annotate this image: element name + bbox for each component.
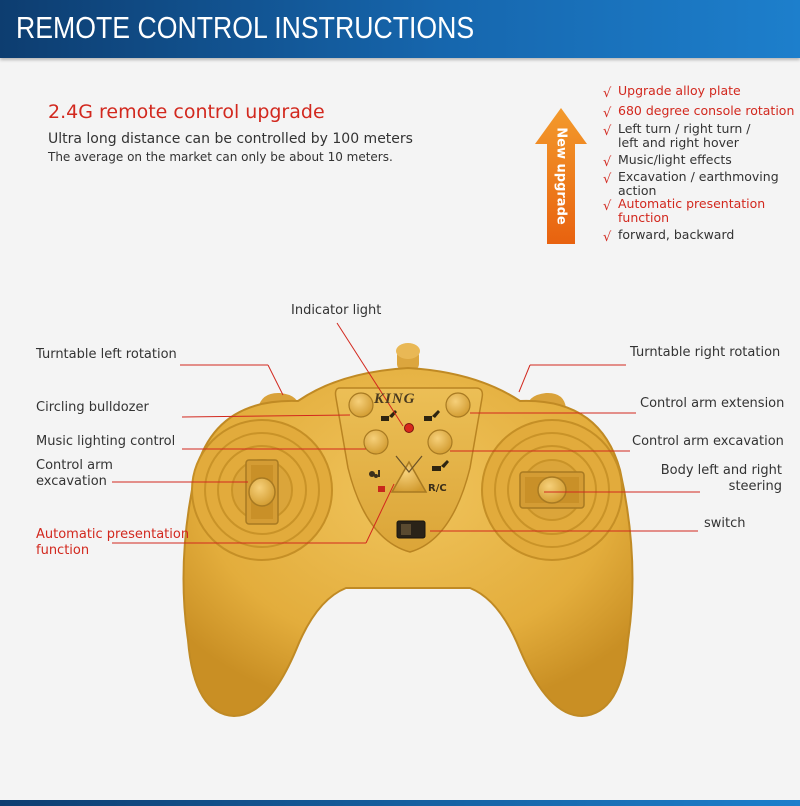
label-turntable-left: Turntable left rotation xyxy=(36,347,177,362)
page-title: REMOTE CONTROL INSTRUCTIONS xyxy=(16,10,475,45)
feature-item: √ Music/light effects xyxy=(603,152,800,170)
label-control-arm-excavation-right: Control arm excavation xyxy=(632,434,784,449)
power-switch[interactable] xyxy=(396,520,426,539)
feature-item: √ Upgrade alloy plate xyxy=(603,83,800,101)
feature-text: Excavation / earthmoving action xyxy=(618,169,779,198)
label-body-steering: Body left and right steering xyxy=(660,463,782,494)
label-indicator-light: Indicator light xyxy=(291,303,382,318)
label-auto-presentation: Automatic presentation function xyxy=(36,527,190,558)
upgrade-title: 2.4G remote control upgrade xyxy=(48,101,325,123)
label-switch: switch xyxy=(704,516,746,531)
check-icon: √ xyxy=(603,124,612,139)
top-left-button[interactable] xyxy=(348,392,374,418)
antenna-nub xyxy=(396,343,420,370)
label-circling-bulldozer: Circling bulldozer xyxy=(36,400,149,415)
up-arrow-icon xyxy=(535,108,587,244)
feature-item: √ 680 degree console rotation xyxy=(603,103,800,121)
feature-text: Left turn / right turn / left and right … xyxy=(618,121,751,150)
leader-lines xyxy=(112,322,700,544)
feature-text: Automatic presentation function xyxy=(618,196,766,225)
check-icon: √ xyxy=(603,155,612,170)
check-icon: √ xyxy=(603,86,612,101)
rc-label: R/C xyxy=(428,483,447,494)
feature-item: √ Automatic presentation function xyxy=(603,197,783,225)
label-music-lighting: Music lighting control xyxy=(36,434,176,449)
triangle-guide-lines xyxy=(395,455,423,473)
feature-text: forward, backward xyxy=(618,227,735,242)
upgrade-description-2: The average on the market can only be ab… xyxy=(48,150,393,164)
check-icon: √ xyxy=(603,106,612,121)
check-icon: √ xyxy=(603,230,612,245)
top-right-button[interactable] xyxy=(445,392,471,418)
left-joystick[interactable] xyxy=(191,419,333,561)
feature-text: Music/light effects xyxy=(618,152,732,167)
feature-text: 680 degree console rotation xyxy=(618,103,795,118)
footer-bar xyxy=(0,800,800,806)
feature-item: √ forward, backward xyxy=(603,227,800,245)
upgrade-description-1: Ultra long distance can be controlled by… xyxy=(48,131,413,147)
check-icon: √ xyxy=(603,172,612,187)
check-icon: √ xyxy=(603,199,612,214)
music-light-icon xyxy=(369,470,380,478)
label-control-arm-excavation-left: Control arm excavation xyxy=(36,458,113,489)
brand-logo: KING xyxy=(374,391,416,407)
triangle-button[interactable] xyxy=(390,460,428,493)
feature-text: Upgrade alloy plate xyxy=(618,83,741,98)
feature-item: √ Left turn / right turn / left and righ… xyxy=(603,122,773,150)
header-banner: REMOTE CONTROL INSTRUCTIONS xyxy=(0,0,800,58)
excavator-icon xyxy=(381,410,449,471)
label-control-arm-extension: Control arm extension xyxy=(640,396,785,411)
middle-right-button[interactable] xyxy=(427,429,453,455)
feature-item: √ Excavation / earthmoving action xyxy=(603,170,788,198)
right-joystick[interactable] xyxy=(481,419,623,561)
middle-left-button[interactable] xyxy=(363,429,389,455)
indicator-light xyxy=(404,423,414,433)
dozer-icon xyxy=(378,486,385,492)
label-turntable-right: Turntable right rotation xyxy=(630,345,781,360)
